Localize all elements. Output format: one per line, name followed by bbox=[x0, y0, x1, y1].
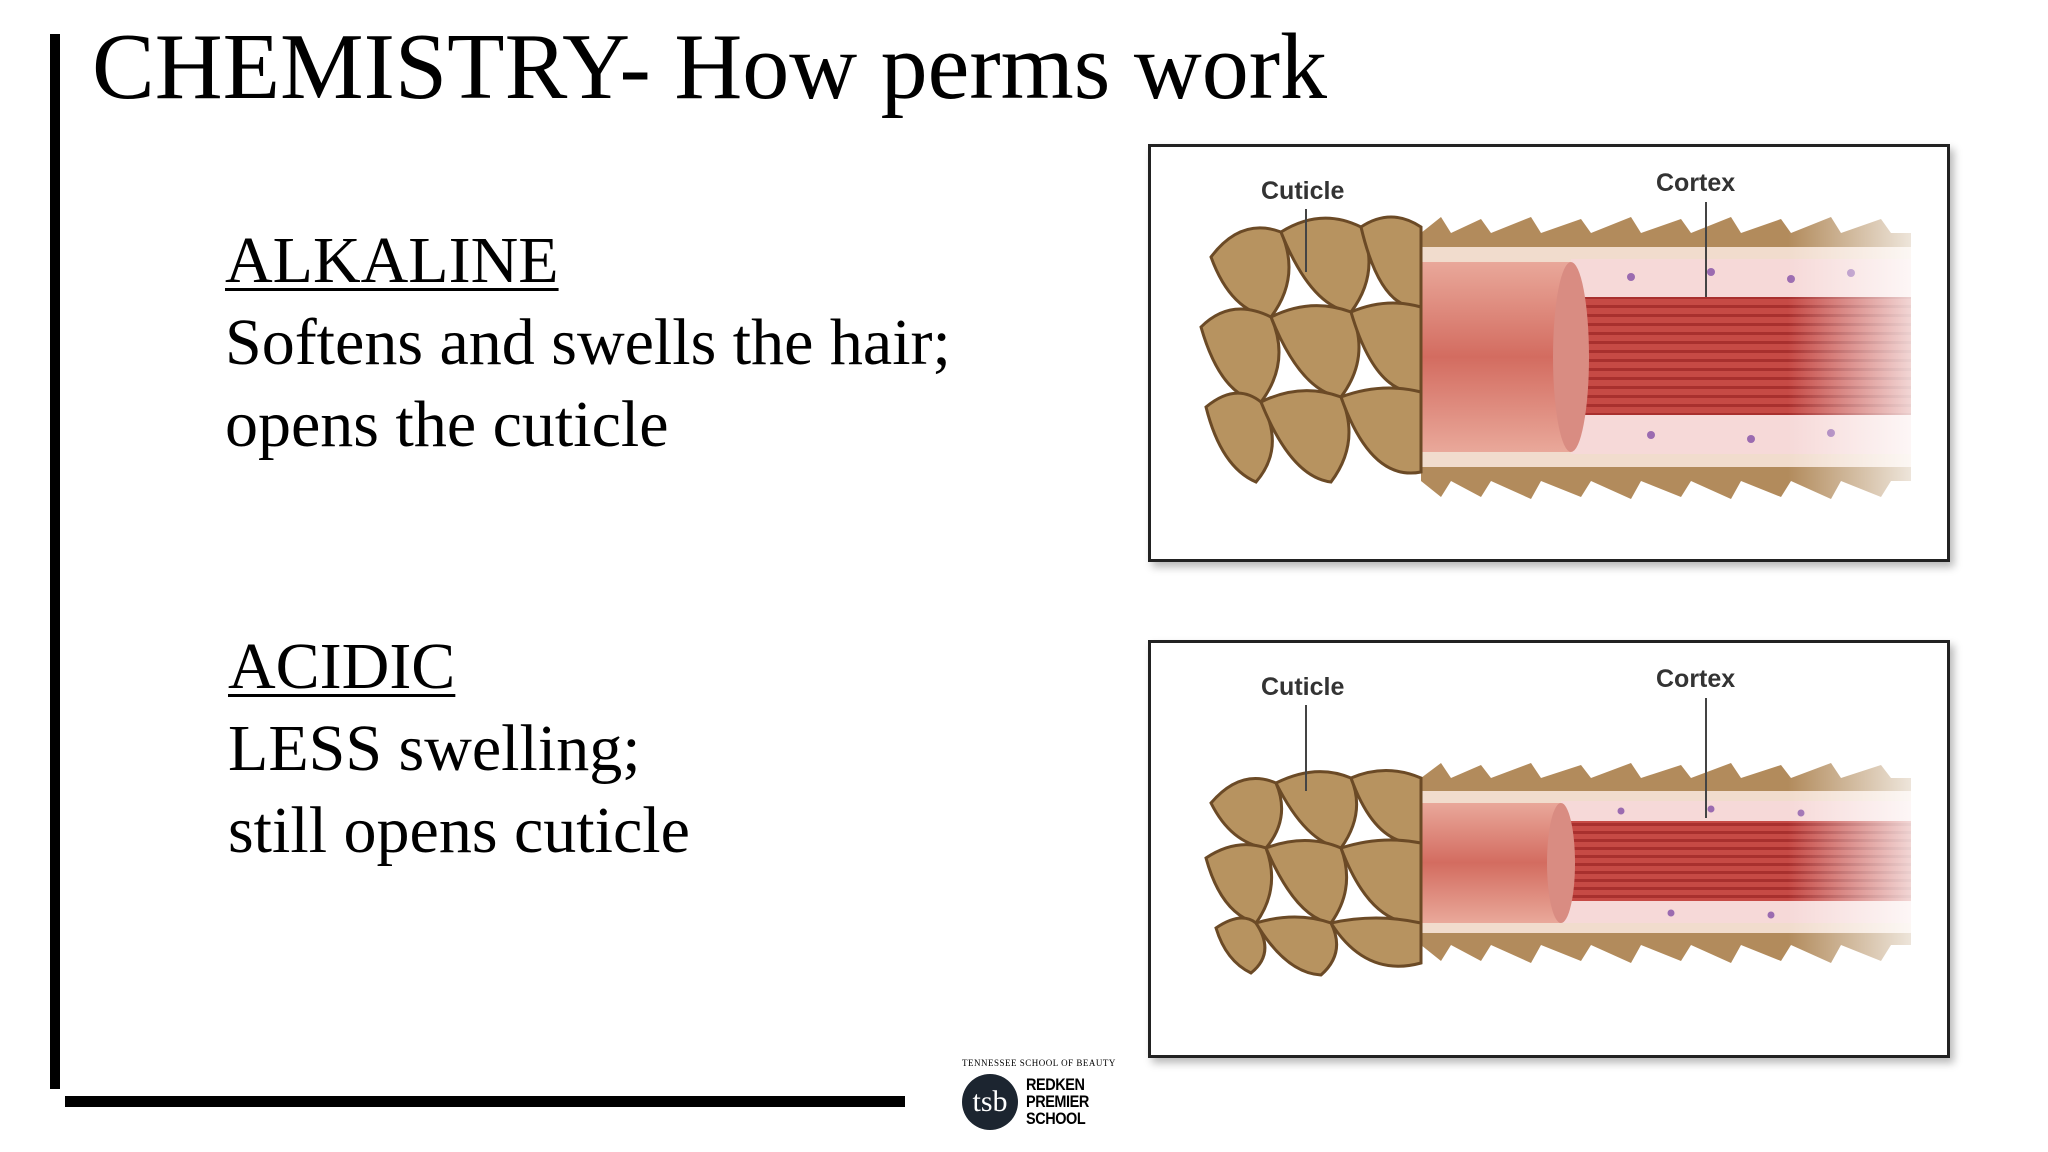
cuticle-label: Cuticle bbox=[1261, 177, 1345, 205]
school-logo: TENNESSEE SCHOOL OF BEAUTY tsb REDKEN PR… bbox=[962, 1058, 1116, 1132]
cortex-label: Cortex bbox=[1656, 169, 1736, 197]
logo-word-3: SCHOOL bbox=[1026, 1109, 1086, 1128]
hair-strand-illustration bbox=[1151, 643, 1947, 1055]
hair-diagram-alkaline: Cuticle Cortex bbox=[1148, 144, 1950, 562]
logo-school-name: TENNESSEE SCHOOL OF BEAUTY bbox=[962, 1058, 1116, 1068]
bottom-accent-bar bbox=[65, 1096, 905, 1107]
left-accent-bar bbox=[50, 34, 60, 1089]
logo-monogram: tsb bbox=[962, 1074, 1018, 1130]
hair-strand-illustration bbox=[1151, 147, 1947, 559]
alkaline-line-1: Softens and swells the hair; bbox=[225, 306, 951, 379]
slide-title: CHEMISTRY- How perms work bbox=[92, 15, 1328, 119]
acidic-line-1: LESS swelling; bbox=[228, 712, 641, 785]
cuticle-label: Cuticle bbox=[1261, 673, 1345, 701]
logo-word-1: REDKEN bbox=[1026, 1075, 1085, 1094]
logo-word-2: PREMIER bbox=[1026, 1092, 1089, 1111]
acidic-line-2: still opens cuticle bbox=[228, 794, 690, 867]
alkaline-line-2: opens the cuticle bbox=[225, 388, 669, 461]
acidic-heading: ACIDIC bbox=[228, 630, 456, 703]
acidic-block: ACIDIC LESS swelling; still opens cuticl… bbox=[228, 626, 690, 872]
alkaline-heading: ALKALINE bbox=[225, 224, 559, 297]
cortex-label: Cortex bbox=[1656, 665, 1736, 693]
hair-diagram-acidic: Cuticle Cortex bbox=[1148, 640, 1950, 1058]
alkaline-block: ALKALINE Softens and swells the hair; op… bbox=[225, 220, 951, 466]
logo-wordmark: REDKEN PREMIER SCHOOL bbox=[1026, 1076, 1089, 1127]
